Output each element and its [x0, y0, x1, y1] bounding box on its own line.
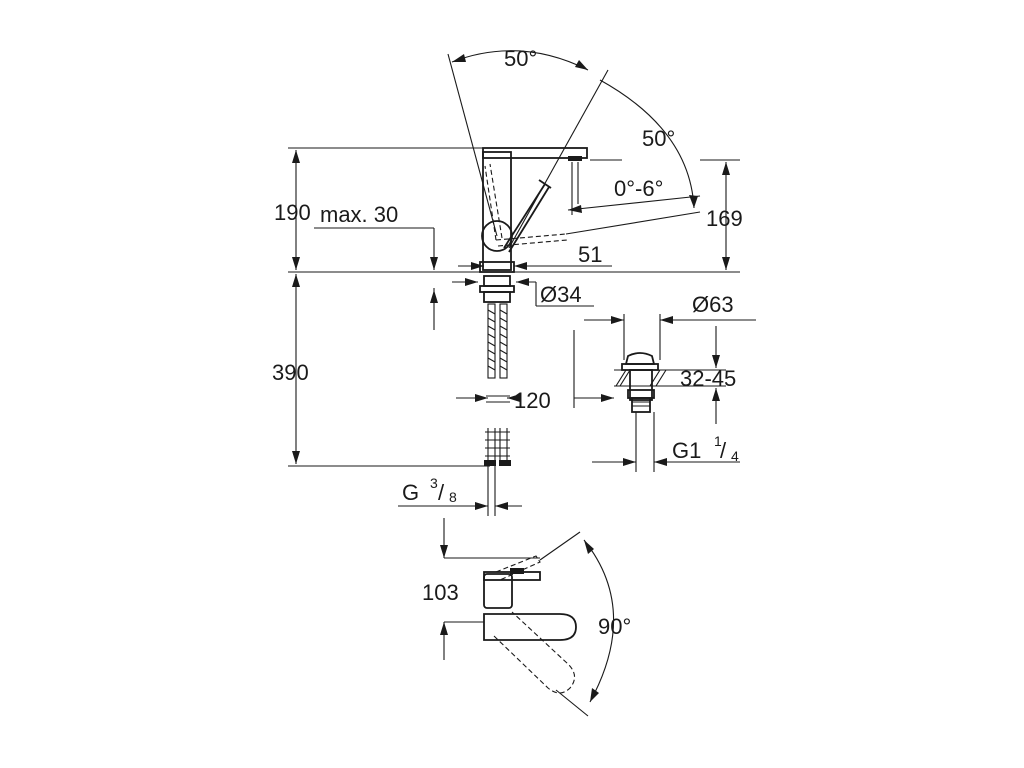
dim-d34-label: Ø34 — [540, 282, 582, 307]
dim-120 — [456, 394, 520, 402]
dim-angle-side — [599, 79, 698, 209]
drain-ref — [573, 330, 614, 408]
dim-g38-slash: / — [438, 480, 445, 505]
dim-103 — [440, 518, 540, 660]
dim-g38 — [398, 502, 522, 510]
faucet-shank — [479, 275, 515, 516]
dim-169-label: 169 — [706, 206, 743, 231]
dim-g114-slash: / — [720, 438, 727, 463]
dim-32-45-label: 32-45 — [680, 366, 736, 391]
dim-g114-den: 4 — [731, 448, 739, 464]
dim-d63-label: Ø63 — [692, 292, 734, 317]
hose-left — [487, 303, 496, 379]
faucet-plan — [483, 555, 577, 694]
faucet-body — [482, 151, 512, 271]
plan-spout-rotated — [493, 611, 576, 694]
dim-g114 — [592, 458, 740, 466]
plan-spout — [483, 613, 577, 641]
dim-angle-side-label: 50° — [642, 126, 675, 151]
dim-51-label: 51 — [578, 242, 602, 267]
faucet-elevation — [479, 147, 588, 273]
dim-tilt — [567, 195, 701, 213]
faucet-aerator — [568, 156, 582, 161]
dim-390-label: 390 — [272, 360, 309, 385]
dim-g114-num: 1 — [714, 433, 722, 449]
hose-right — [499, 303, 508, 379]
dim-190 — [292, 150, 300, 270]
dim-g38-label: G — [402, 480, 419, 505]
dim-32-45 — [668, 326, 726, 424]
dim-169 — [722, 162, 730, 270]
dim-190-label: 190 — [274, 200, 311, 225]
dim-angle-90-label: 90° — [598, 614, 631, 639]
dim-g38-den: 8 — [449, 489, 457, 505]
dim-g114-label: G1 — [672, 438, 701, 463]
dim-max30-label: max. 30 — [320, 202, 398, 227]
dim-d63 — [584, 314, 756, 360]
dim-max30 — [314, 227, 438, 330]
reference-lines — [288, 147, 740, 467]
dim-51 — [458, 262, 612, 270]
dim-390 — [292, 274, 300, 464]
plan-housing — [483, 573, 513, 609]
drain-cap — [624, 352, 656, 365]
dim-angle-top-label: 50° — [504, 46, 537, 71]
drain-elevation — [614, 352, 668, 472]
dim-angle-top — [447, 50, 609, 249]
faucet-lever-open-alt — [484, 165, 497, 241]
dim-103-label: 103 — [422, 580, 459, 605]
dim-tilt-label: 0°-6° — [614, 176, 663, 201]
faucet-spout — [482, 147, 588, 159]
dim-120-label: 120 — [514, 388, 551, 413]
dim-g38-num: 3 — [430, 475, 438, 491]
dim-angle-90 — [539, 531, 615, 717]
dim-d34 — [452, 278, 594, 307]
